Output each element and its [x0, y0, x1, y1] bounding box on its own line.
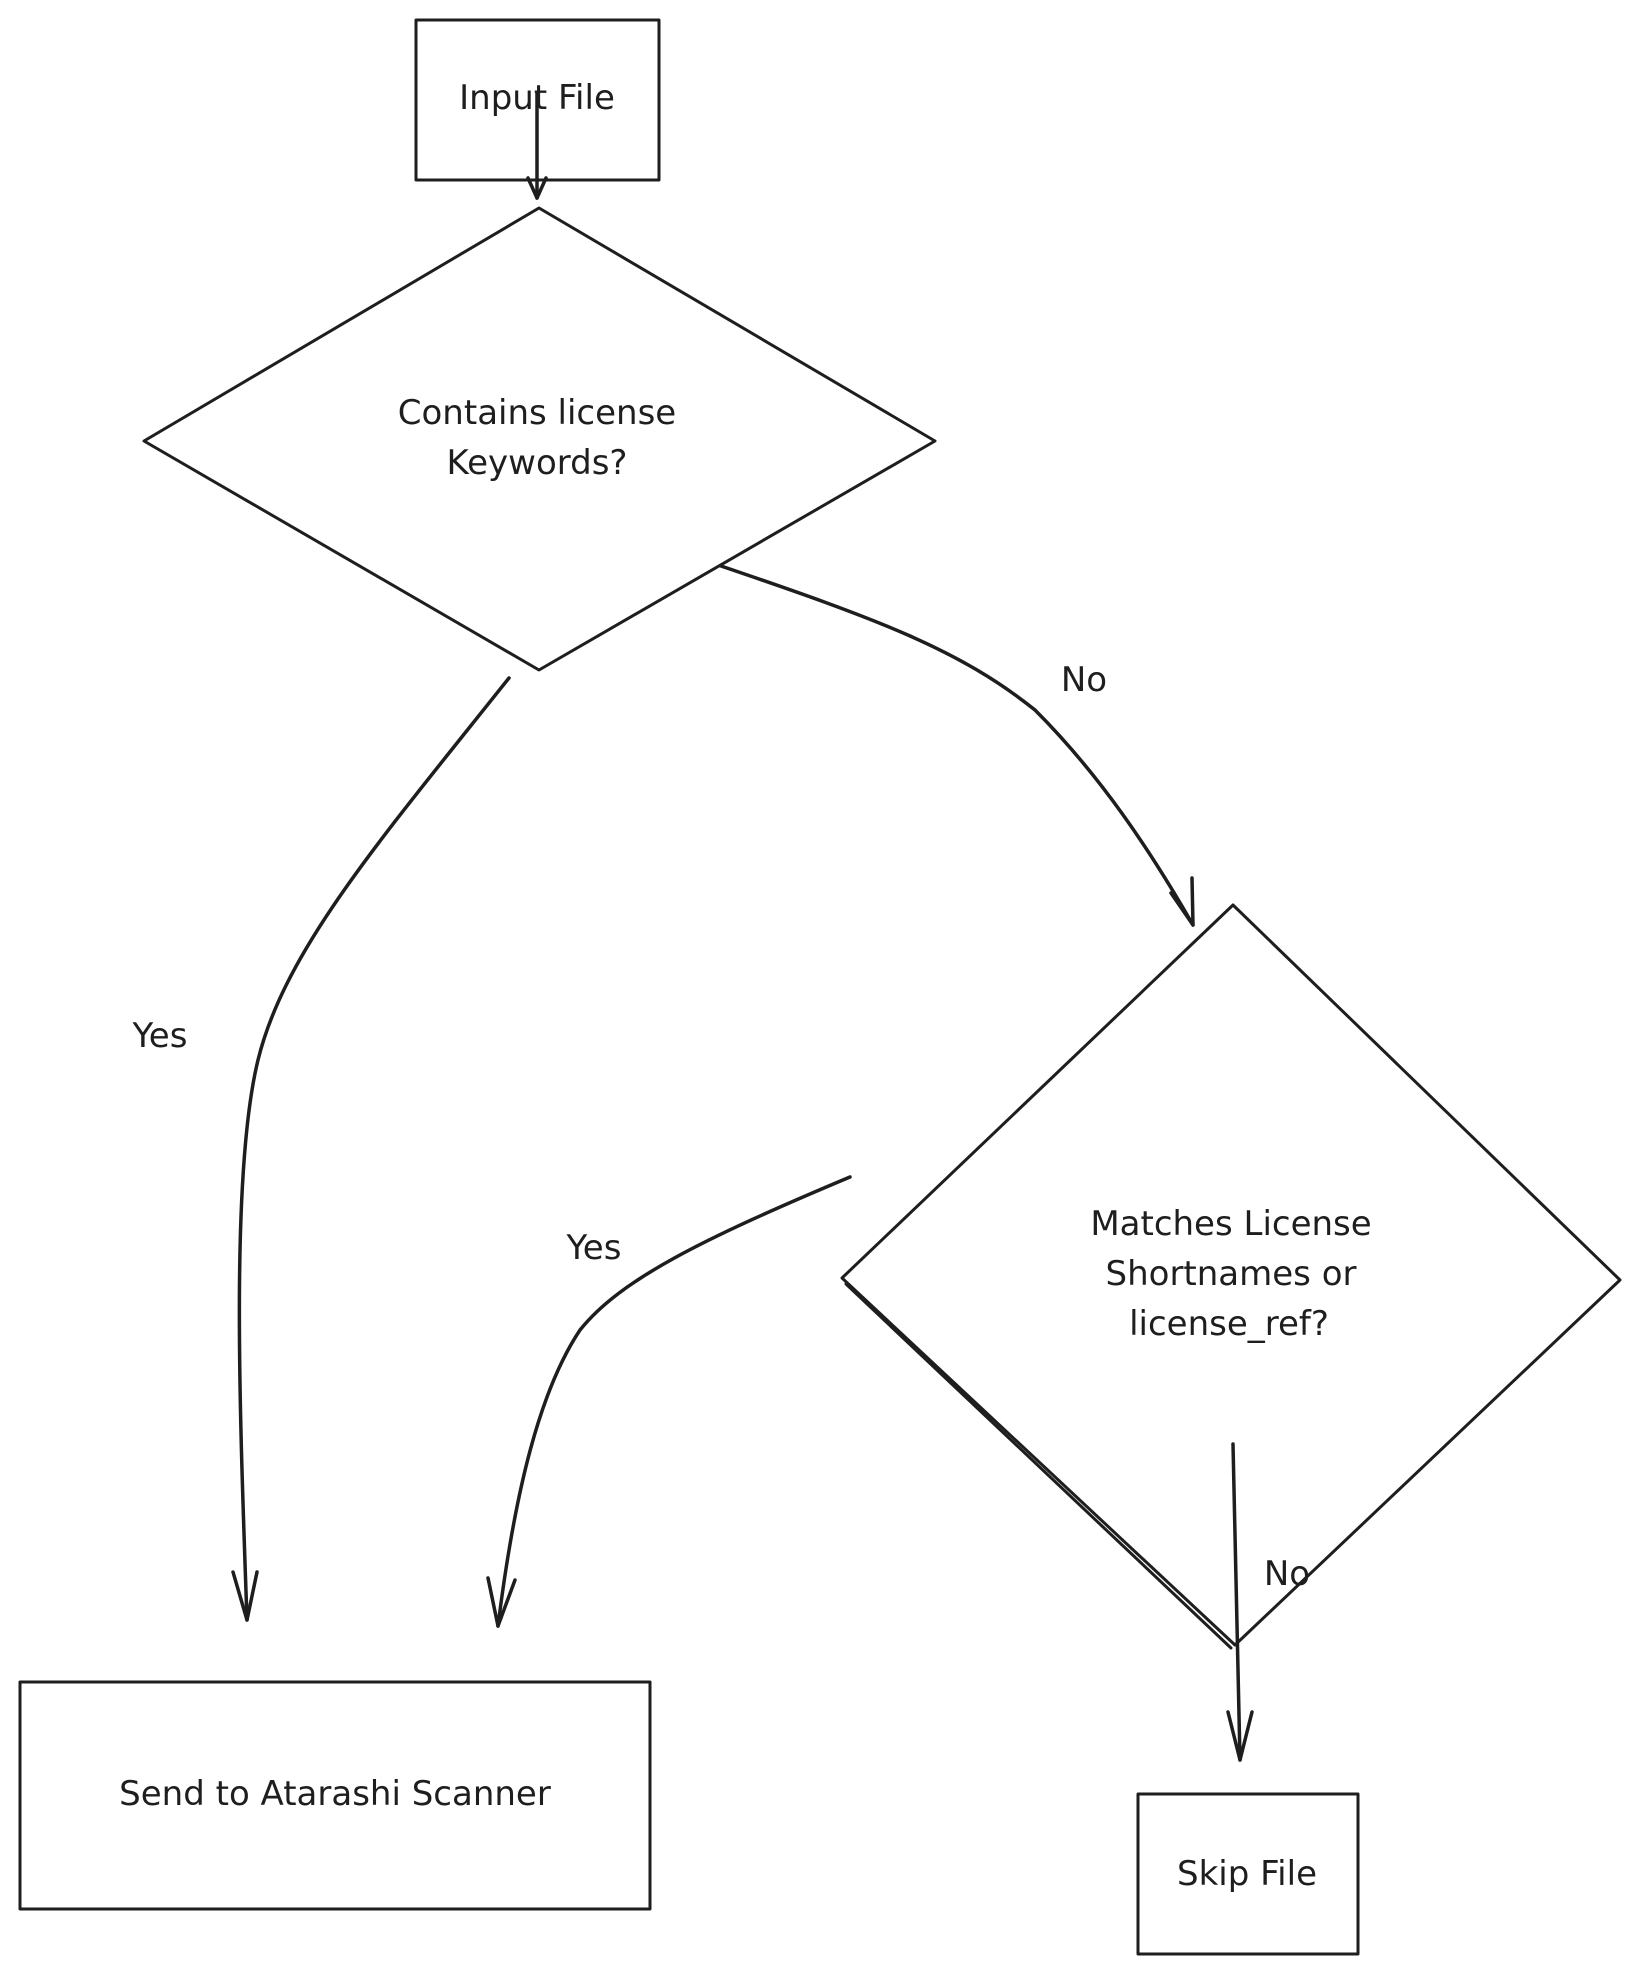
arrow-shortnames-yes-head [486, 1576, 517, 1628]
edge-label-shortnames-no: No [1264, 1554, 1310, 1594]
edge-label-keywords-yes: Yes [132, 1016, 188, 1056]
contains-keywords-diamond [142, 206, 937, 672]
arrow-shortnames-no[interactable] [1226, 1442, 1254, 1762]
matches-shortnames-label-line-2: Shortnames or [1106, 1254, 1357, 1294]
arrow-keywords-yes-line [237, 676, 511, 1622]
matches-shortnames-diamond [840, 903, 1622, 1647]
matches-shortnames-label-line-3: license_ref? [1129, 1304, 1329, 1344]
edge-label-keywords-no: No [1061, 660, 1107, 700]
matches-shortnames-label-line-1: Matches License [1090, 1204, 1371, 1244]
send-to-scanner-node[interactable]: Send to Atarashi Scanner [18, 1680, 652, 1911]
contains-keywords-label-line-2: Keywords? [447, 443, 628, 483]
skip-file-node[interactable]: Skip File [1136, 1792, 1360, 1956]
arrow-shortnames-yes-line [496, 1175, 852, 1628]
arrow-input-to-keywords[interactable] [526, 91, 548, 200]
matches-shortnames-sketch-stroke [844, 1282, 1233, 1650]
send-to-scanner-box [18, 1680, 652, 1911]
arrow-shortnames-no-head [1226, 1710, 1254, 1762]
edge-label-shortnames-yes: Yes [566, 1228, 622, 1268]
skip-file-box [1136, 1792, 1360, 1956]
contains-keywords-label-line-1: Contains license [398, 393, 676, 433]
send-to-scanner-label: Send to Atarashi Scanner [119, 1774, 551, 1814]
arrow-shortnames-yes[interactable] [486, 1175, 852, 1628]
arrow-keywords-no-line [719, 564, 1195, 927]
arrow-keywords-no-head [1169, 876, 1195, 927]
arrow-input-to-keywords-head [526, 176, 548, 200]
arrow-keywords-yes[interactable] [231, 676, 511, 1622]
arrow-keywords-no[interactable] [719, 564, 1195, 927]
arrow-shortnames-no-line [1231, 1442, 1242, 1762]
skip-file-label: Skip File [1177, 1854, 1317, 1894]
matches-shortnames-decision[interactable]: Matches License Shortnames or license_re… [840, 903, 1622, 1650]
contains-keywords-decision[interactable]: Contains license Keywords? [142, 206, 937, 672]
arrow-keywords-yes-head [231, 1570, 259, 1622]
